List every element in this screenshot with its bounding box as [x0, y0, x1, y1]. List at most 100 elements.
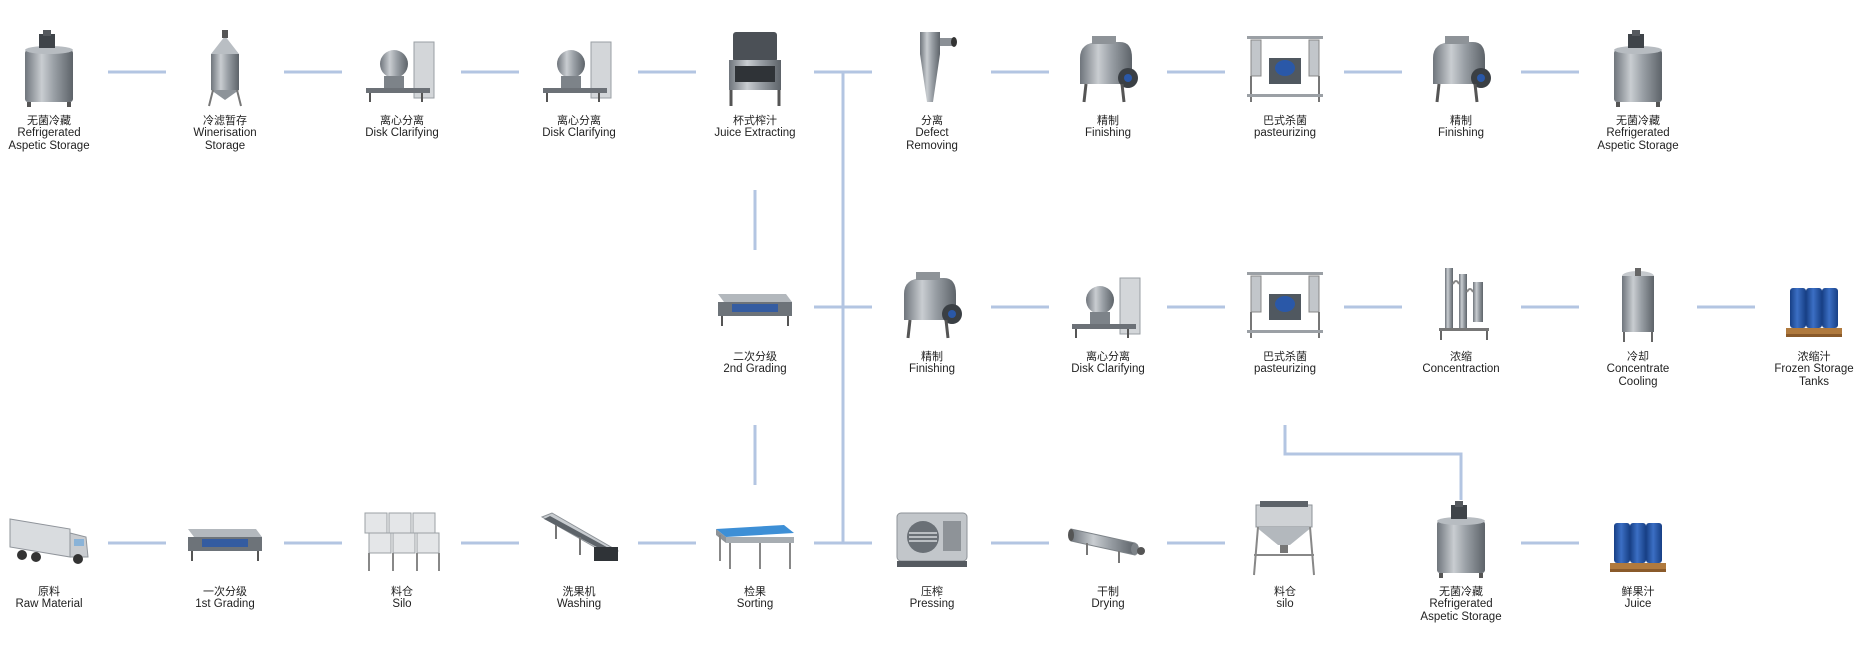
- step-pasteurizing: 巴式杀菌 pasteurizing: [1215, 28, 1355, 140]
- drum-pallet-icon: [1610, 523, 1666, 572]
- disk-clarifier-icon: [366, 41, 435, 102]
- truck-icon: [9, 518, 89, 564]
- step-en-label: Frozen Storage: [1774, 363, 1854, 375]
- silo-bins-icon: [364, 512, 440, 571]
- step-en-label: Defect: [915, 127, 949, 139]
- step-zh-label: 离心分离: [1086, 350, 1130, 363]
- step-en-label: Refrigerated: [17, 127, 81, 139]
- finisher-icon: [1080, 36, 1138, 103]
- step-zh-label: 巴式杀菌: [1263, 350, 1307, 363]
- step-concentraction: 浓缩 Concentraction: [1391, 264, 1531, 376]
- step-raw-material: 原料 Raw Material: [0, 499, 119, 611]
- step-zh-label: 料仓: [391, 585, 413, 598]
- juice-extractor-icon: [729, 32, 781, 106]
- step-en-label: Washing: [556, 598, 602, 610]
- step-en-label: Disk Clarifying: [365, 127, 439, 139]
- step-en-label: Storage: [204, 140, 246, 152]
- pasteurizer-icon: [1247, 36, 1323, 102]
- drum-pallet-icon: [1786, 288, 1842, 337]
- disk-clarifier-icon: [543, 41, 612, 102]
- step-zh-label: 二次分级: [733, 350, 777, 363]
- step-en-label: Refrigerated: [1429, 598, 1493, 610]
- aseptic-tank-icon: [1437, 501, 1485, 578]
- washer-conveyor-icon: [540, 512, 619, 561]
- step-juice: 鲜果汁 Juice: [1568, 499, 1708, 611]
- step-zh-label: 无菌冷藏: [27, 114, 71, 127]
- step-drying: 干制 Drying: [1038, 499, 1178, 611]
- step-zh-label: 浓缩汁: [1797, 350, 1831, 363]
- step-defect-removing: 分离 Defect Removing: [862, 28, 1002, 153]
- step-disk-clarifying: 离心分离 Disk Clarifying: [1038, 264, 1178, 376]
- step-en-label: pasteurizing: [1253, 127, 1316, 139]
- step-zh-label: 一次分级: [203, 585, 247, 598]
- aseptic-tank-icon: [1614, 30, 1662, 107]
- step-en-label: Concentrate: [1606, 363, 1670, 375]
- step-disk-clarifying: 离心分离 Disk Clarifying: [332, 28, 472, 140]
- step-zh-label: 离心分离: [380, 114, 424, 127]
- disk-clarifier-icon: [1072, 277, 1141, 338]
- step-en-label: Finishing: [908, 363, 956, 375]
- step-zh-label: 巴式杀菌: [1263, 114, 1307, 127]
- step-zh-label: 分离: [921, 114, 943, 127]
- step-2nd-grading: 二次分级 2nd Grading: [685, 264, 825, 376]
- step-refrigerated-aspetic-storage: 无菌冷藏 Refrigerated Aspetic Storage: [1568, 28, 1708, 153]
- step-en-label: Refrigerated: [1606, 127, 1670, 139]
- cyclone-separator-icon: [920, 32, 957, 102]
- step-en-label: Finishing: [1084, 127, 1132, 139]
- step-juice-extracting: 杯式榨汁 Juice Extracting: [685, 28, 825, 140]
- step-concentrate-cooling: 冷却 Concentrate Cooling: [1568, 264, 1708, 389]
- step-zh-label: 无菌冷藏: [1439, 585, 1483, 598]
- step-zh-label: 冷却: [1627, 350, 1649, 363]
- grader-icon: [188, 529, 262, 561]
- step-en-label: Disk Clarifying: [542, 127, 616, 139]
- step-zh-label: 冷滤暂存: [203, 114, 247, 127]
- step-en-label: Raw Material: [15, 598, 83, 610]
- press-icon: [896, 512, 968, 567]
- step-zh-label: 精制: [1097, 114, 1119, 127]
- connector-lines: [108, 70, 1755, 545]
- step-en-label: 1st Grading: [195, 598, 255, 610]
- step-refrigerated-aspetic-storage: 无菌冷藏 Refrigerated Aspetic Storage: [1391, 499, 1531, 624]
- step-washing: 洗果机 Washing: [509, 499, 649, 611]
- step-en-label: Juice Extracting: [714, 127, 796, 139]
- step-en-label: 2nd Grading: [723, 363, 787, 375]
- step-winerisation-storage: 冷滤暂存 Winerisation Storage: [155, 28, 295, 153]
- grader-icon: [718, 294, 792, 326]
- step-en-label: Finishing: [1437, 127, 1485, 139]
- step-en-label: pasteurizing: [1253, 363, 1316, 375]
- pasteurizer-icon: [1247, 272, 1323, 338]
- silo-hopper-icon: [1253, 501, 1315, 576]
- step-zh-label: 干制: [1097, 585, 1119, 598]
- step-en-label: Silo: [392, 598, 412, 610]
- step-en-label: Removing: [906, 140, 958, 152]
- step-zh-label: 精制: [921, 350, 943, 363]
- step-en-label: Winerisation: [193, 127, 257, 139]
- winerisation-tank-icon: [208, 30, 242, 107]
- step-finishing: 精制 Finishing: [1391, 28, 1531, 140]
- finisher-icon: [904, 272, 962, 339]
- step-pasteurizing: 巴式杀菌 pasteurizing: [1215, 264, 1355, 376]
- step-silo: 料仓 Silo: [332, 499, 472, 611]
- step-zh-label: 杯式榨汁: [733, 114, 777, 127]
- step-zh-label: 精制: [1450, 114, 1472, 127]
- finisher-icon: [1433, 36, 1491, 103]
- step-refrigerated-aspetic-storage: 无菌冷藏 Refrigerated Aspetic Storage: [0, 28, 119, 153]
- step-zh-label: 离心分离: [557, 114, 601, 127]
- step-silo: 料仓 silo: [1215, 499, 1355, 611]
- step-zh-label: 无菌冷藏: [1616, 114, 1660, 127]
- step-en-label: Aspetic Storage: [1420, 611, 1502, 623]
- aseptic-tank-icon: [25, 30, 73, 107]
- step-en-label: Juice: [1624, 598, 1652, 610]
- step-pressing: 压榨 Pressing: [862, 499, 1002, 611]
- step-en-label: Concentraction: [1422, 363, 1500, 375]
- step-en-label: Aspetic Storage: [1597, 140, 1679, 152]
- step-zh-label: 鲜果汁: [1621, 585, 1655, 598]
- step-zh-label: 洗果机: [562, 585, 596, 598]
- step-zh-label: 原料: [38, 585, 60, 598]
- step-en-label: Sorting: [736, 598, 774, 610]
- dryer-drum-icon: [1068, 528, 1145, 563]
- step-en-label: Pressing: [909, 598, 955, 610]
- step-zh-label: 浓缩: [1450, 350, 1472, 363]
- step-en-label: Drying: [1091, 598, 1125, 610]
